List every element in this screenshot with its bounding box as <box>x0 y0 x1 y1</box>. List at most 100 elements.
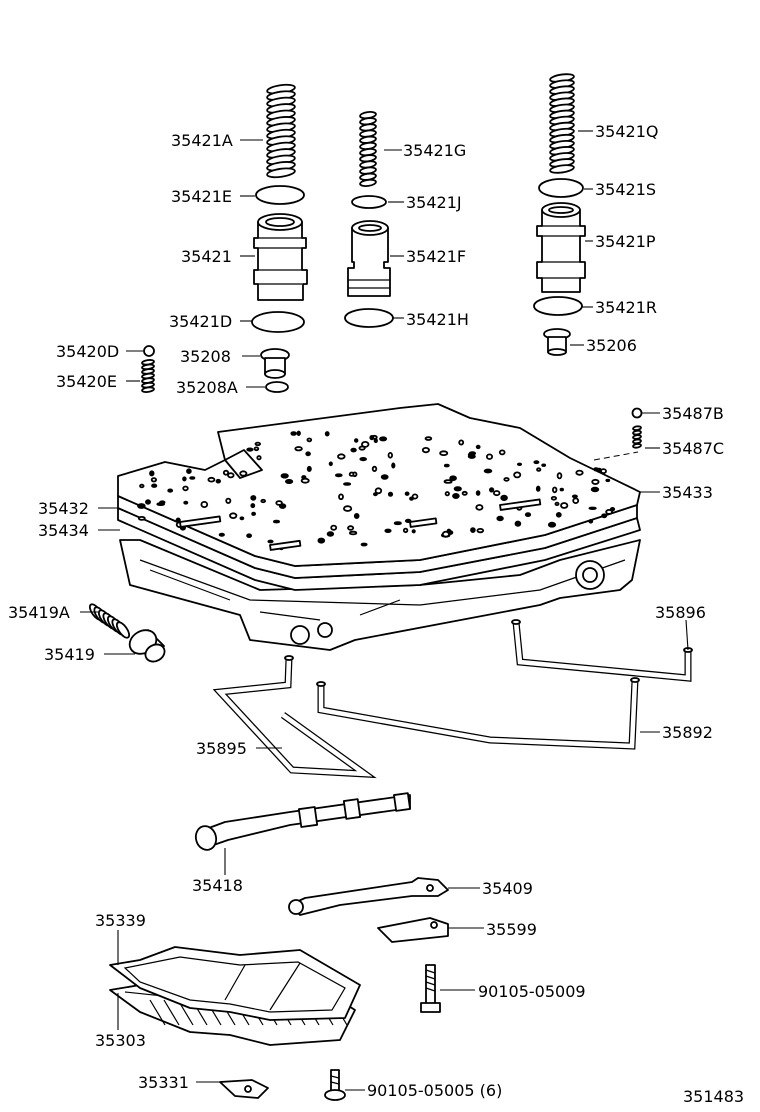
plate-slot <box>179 515 222 528</box>
plate-hole <box>593 467 599 472</box>
plate-hole <box>458 439 465 446</box>
plate-hole <box>513 471 522 479</box>
plate-hole <box>137 503 146 509</box>
plate-hole <box>189 476 196 480</box>
o-ring-35421r <box>533 296 583 316</box>
plate-hole <box>444 491 450 497</box>
plate-hole <box>250 503 256 509</box>
label-35896: 35896 <box>655 603 706 622</box>
plate-hole <box>535 485 541 492</box>
plate-hole <box>402 527 409 534</box>
ball-35487b <box>631 407 643 419</box>
plate-hole <box>246 533 253 539</box>
label-35421a: 35421A <box>171 131 233 150</box>
plate-hole <box>275 500 283 506</box>
plate-hole <box>449 475 457 482</box>
plate-hole <box>159 500 166 505</box>
plate-hole <box>489 487 495 493</box>
label-90105-05009: 90105-05009 <box>478 982 586 1001</box>
label-35433: 35433 <box>662 483 713 502</box>
plate-hole <box>552 486 558 494</box>
plate-hole <box>306 465 312 472</box>
plate-hole <box>348 530 358 536</box>
plate-hole <box>253 446 260 452</box>
plate-hole <box>550 495 558 501</box>
manual-valve-35418 <box>194 792 411 851</box>
plate-hole <box>421 446 430 454</box>
plate-hole <box>503 477 510 482</box>
plate-hole <box>273 519 280 524</box>
plate-hole <box>591 478 600 485</box>
plate-hole <box>590 486 600 493</box>
plate-hole <box>149 470 155 477</box>
spring-35421g <box>359 111 377 187</box>
plate-hole <box>369 435 375 441</box>
ball-35420d <box>143 345 155 357</box>
plate-hole <box>200 500 209 508</box>
plate-hole <box>524 512 532 517</box>
oil-tube-35892 <box>316 677 640 750</box>
plate-hole <box>555 512 562 518</box>
plate-hole <box>452 493 460 499</box>
plate-hole <box>342 505 353 512</box>
label-35303: 35303 <box>95 1031 146 1050</box>
plate-hole <box>215 478 222 484</box>
o-ring-35421d <box>251 311 305 333</box>
plate-hole <box>350 447 357 453</box>
plug-35206 <box>543 328 571 356</box>
ring-35208a <box>265 381 289 393</box>
plate-hole <box>239 516 245 521</box>
spring-35421a <box>266 83 296 179</box>
plate-hole <box>222 469 230 476</box>
plate-hole <box>601 513 608 519</box>
plate-hole <box>338 493 344 501</box>
plate-hole <box>301 475 307 480</box>
plate-hole <box>475 504 484 511</box>
plate-hole <box>605 478 611 483</box>
plate-hole <box>167 488 174 493</box>
plate-hole <box>393 521 402 526</box>
plate-hole <box>328 461 333 467</box>
plate-hole <box>453 486 462 492</box>
plate-hole <box>317 537 326 544</box>
label-35339: 35339 <box>95 911 146 930</box>
plate-hole <box>461 490 468 496</box>
plate-hole <box>151 483 158 488</box>
plate-hole <box>485 453 493 460</box>
sleeve-35421p <box>536 202 586 293</box>
leader-lines <box>80 130 689 1091</box>
plate-hole <box>150 477 157 483</box>
bolt-90105-05005 <box>324 1069 346 1101</box>
plate-hole <box>227 472 235 479</box>
plate-hole <box>225 497 232 504</box>
plate-hole <box>575 469 584 476</box>
coil-turn <box>632 438 642 445</box>
plate-hole <box>588 506 597 510</box>
plate-hole <box>439 450 449 457</box>
plate-hole <box>588 519 594 524</box>
plate-hole <box>605 508 613 515</box>
plate-hole <box>496 515 504 522</box>
plate-hole <box>254 441 261 447</box>
plate-hole <box>250 495 257 501</box>
coil-turn <box>632 425 642 431</box>
label-35420e: 35420E <box>56 372 117 391</box>
coil-turn <box>266 167 296 179</box>
plate-hole <box>306 437 313 443</box>
label-35895: 35895 <box>196 739 247 758</box>
plate-hole <box>137 516 146 521</box>
gasket-35339 <box>109 946 361 1021</box>
mesh-line <box>149 999 166 1026</box>
plate-hole <box>467 452 476 458</box>
coil-turn <box>632 429 642 436</box>
plate-hole <box>411 493 419 500</box>
plate-hole <box>517 462 522 466</box>
label-35421f: 35421F <box>406 247 466 266</box>
plate-hole <box>536 467 542 472</box>
label-35418: 35418 <box>192 876 243 895</box>
plate-hole <box>324 431 330 437</box>
plate-hole <box>475 490 481 496</box>
plate-hole <box>207 476 216 483</box>
plate-hole <box>353 513 360 519</box>
